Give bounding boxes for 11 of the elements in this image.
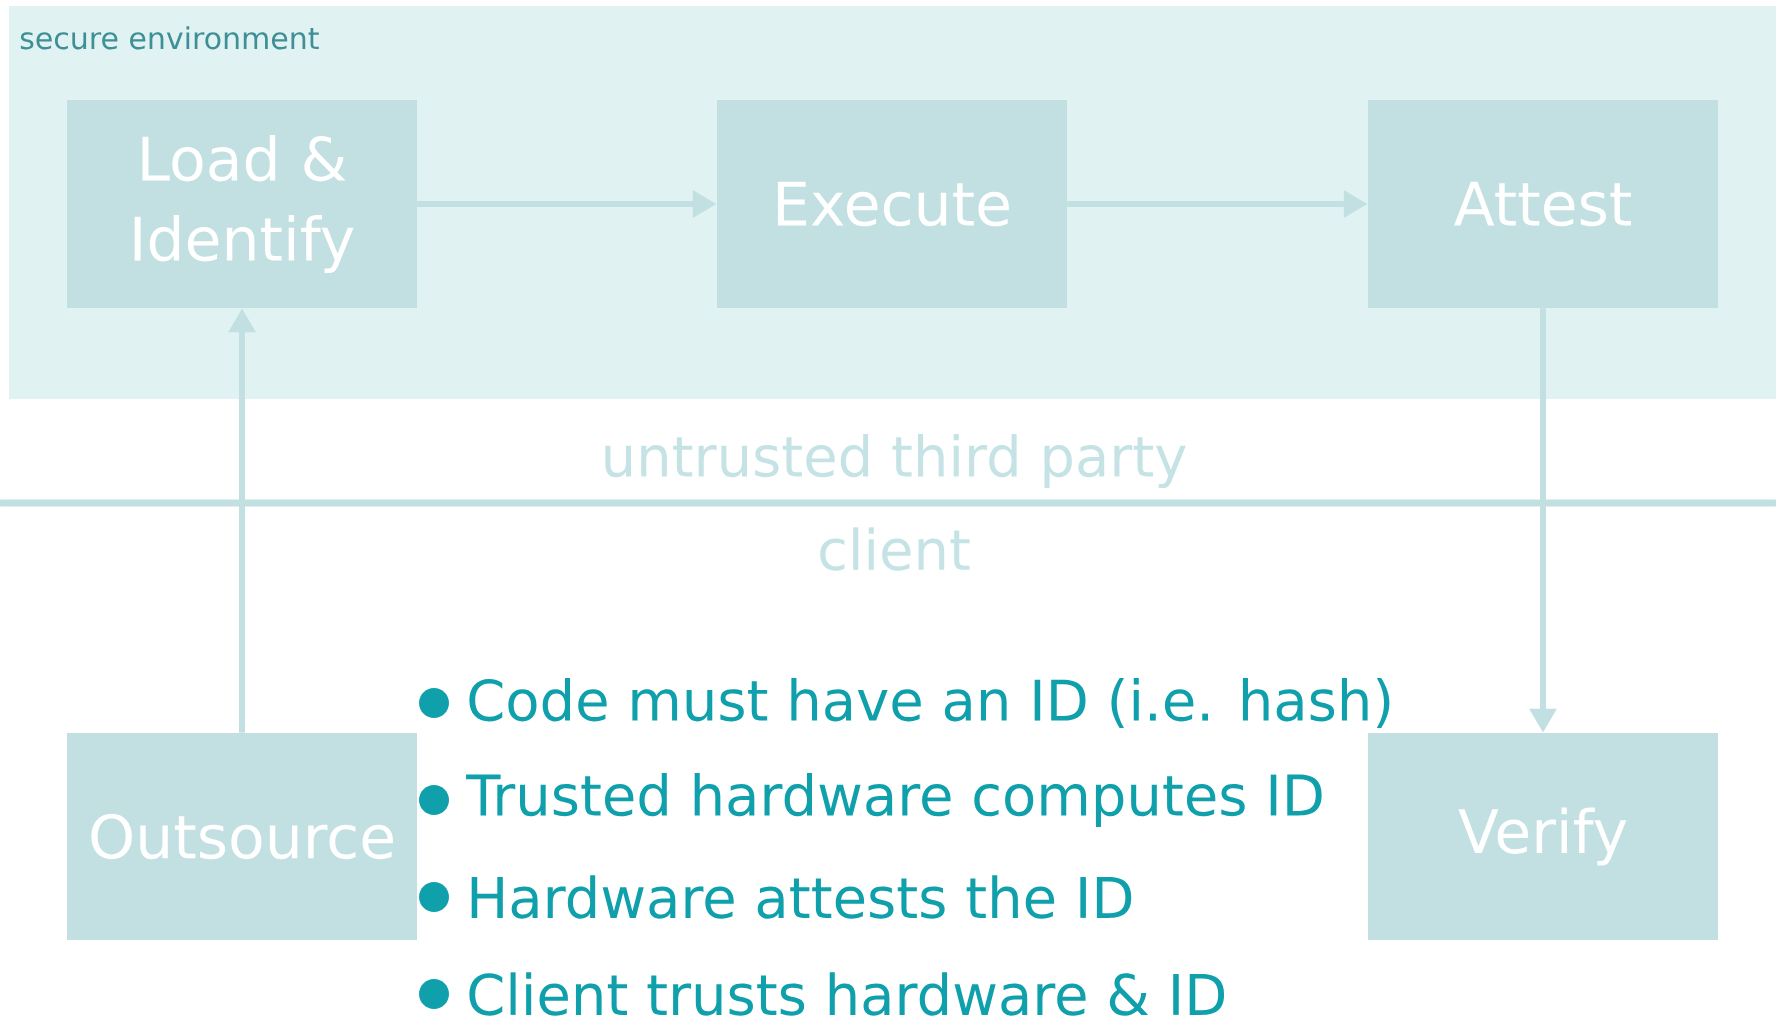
process-box: Outsource — [67, 733, 417, 940]
bullet-item: Trusted hardware computes ID — [419, 772, 1322, 828]
zone-label: untrusted third party — [605, 433, 1186, 489]
process-box: Verify — [1368, 733, 1718, 940]
process-box: Attest — [1368, 100, 1718, 308]
bullet-item: Hardware attests the ID — [419, 875, 1132, 919]
process-box: Load & Identify — [67, 100, 417, 308]
zone-label: client — [820, 527, 970, 571]
process-box: Execute — [717, 100, 1067, 308]
bullet-item: Client trusts hardware & ID — [419, 972, 1225, 1016]
bullet-item: Code must have an ID (i.e. hash) — [419, 678, 1390, 728]
